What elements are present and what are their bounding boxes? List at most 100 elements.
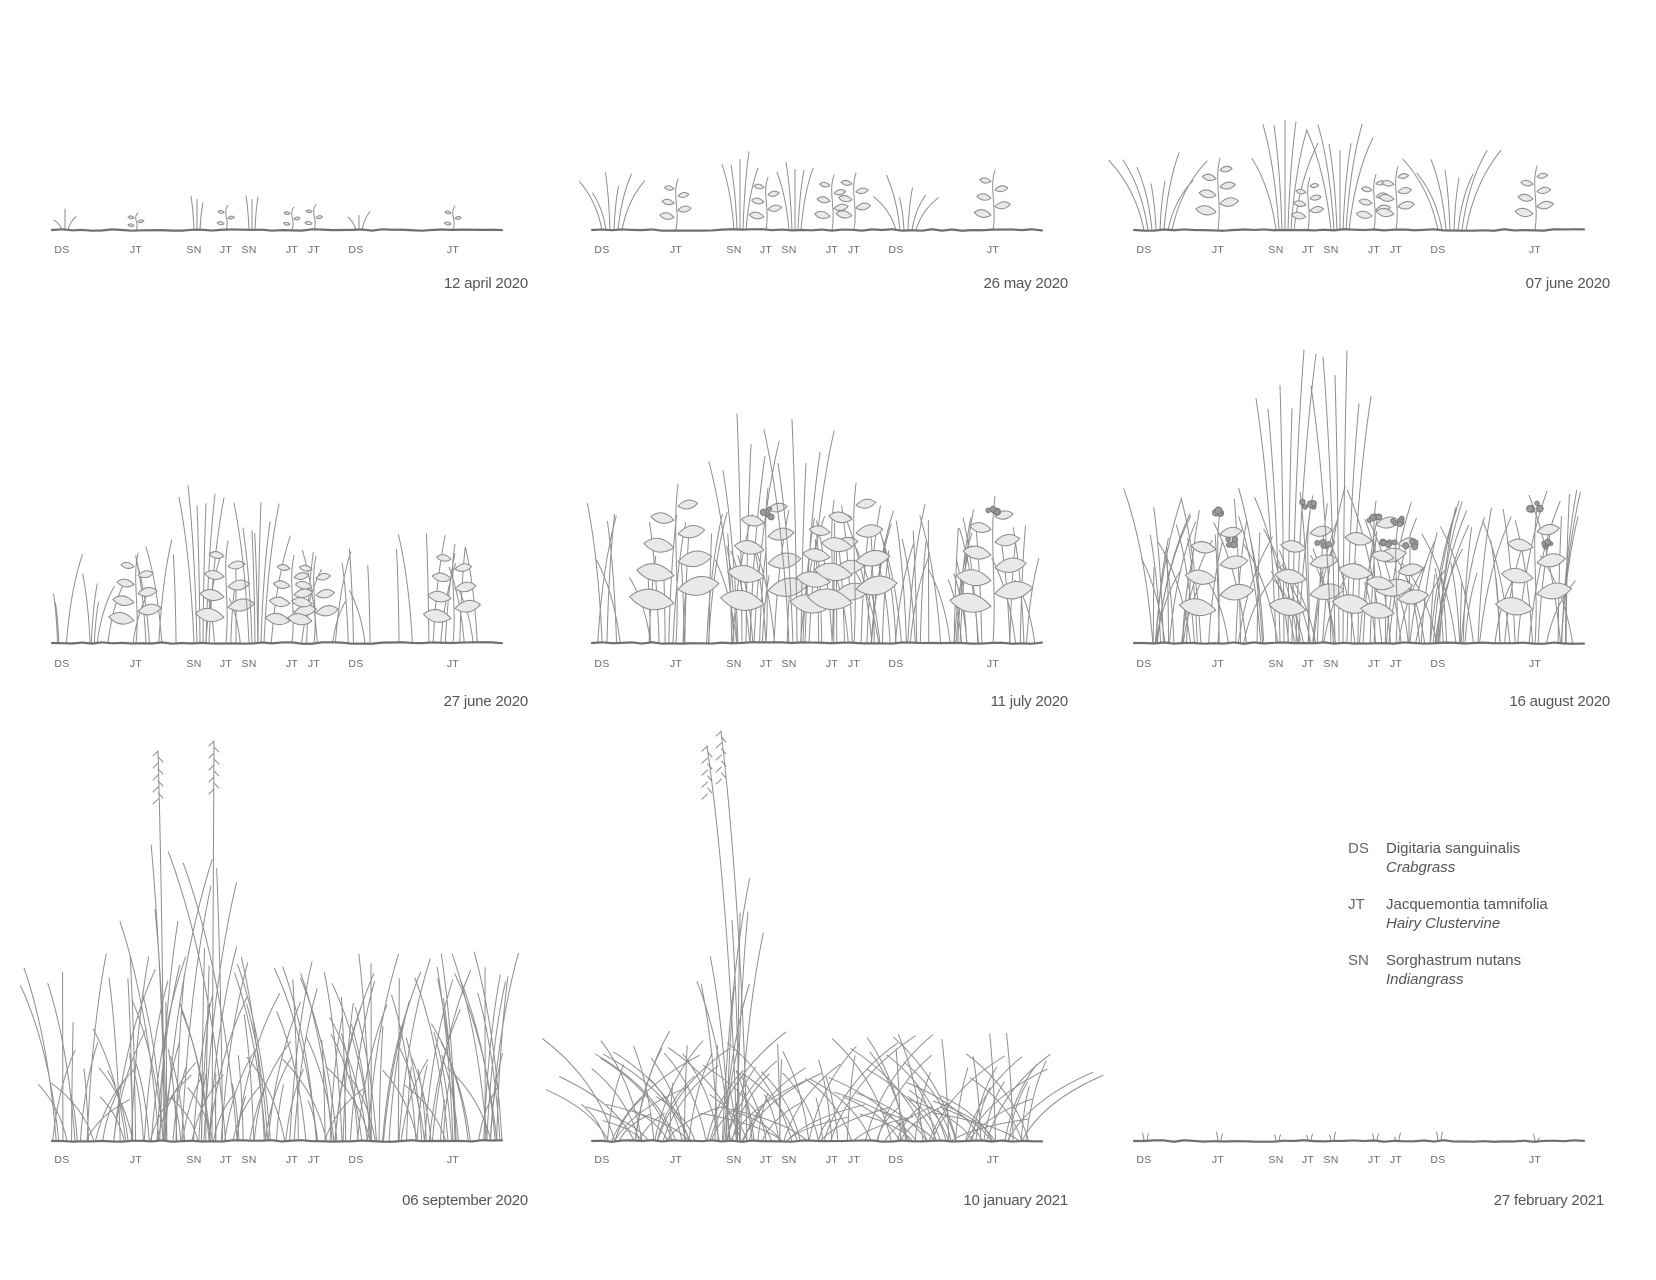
vine-stem xyxy=(452,543,456,644)
seed-plume xyxy=(715,766,723,773)
vine-leaf xyxy=(127,215,135,220)
grass-blade xyxy=(1434,567,1444,644)
seed-plume xyxy=(721,736,727,743)
vine-leaf xyxy=(677,525,706,539)
vine-leaf xyxy=(120,561,135,569)
vine-leaf xyxy=(137,603,162,616)
grass-blade xyxy=(1436,501,1463,644)
grass-blade xyxy=(1220,1133,1223,1142)
grass-blade xyxy=(1439,507,1457,644)
vine-stem xyxy=(225,204,229,231)
grass-blade xyxy=(936,1108,952,1142)
species-code-label: JT xyxy=(219,658,233,670)
grass-blade xyxy=(65,554,83,644)
grass-blade xyxy=(1537,519,1554,644)
grass-blade xyxy=(424,979,454,1142)
flower-cluster xyxy=(1310,500,1317,507)
species-code-label: JT xyxy=(759,244,773,256)
flower-cluster xyxy=(1302,504,1308,510)
species-code-label: JT xyxy=(1389,244,1403,256)
grass-blade xyxy=(230,589,235,644)
vine-leaf xyxy=(1397,563,1424,577)
vine-leaf xyxy=(1219,181,1236,190)
vine-leaf xyxy=(1381,180,1395,187)
flower-cluster xyxy=(1380,539,1387,546)
species-code-label: DS xyxy=(348,658,364,670)
grass-blade xyxy=(731,920,741,1142)
species-code-label: JT xyxy=(986,244,1000,256)
species-code-label: SN xyxy=(781,244,797,256)
grass-blade xyxy=(1142,1132,1145,1142)
panel-date: 27 june 2020 xyxy=(443,693,529,710)
grass-blade xyxy=(1019,525,1026,644)
vine-leaf xyxy=(636,563,675,582)
vine-stem xyxy=(452,205,456,231)
grass-blade xyxy=(1388,517,1417,644)
flower-cluster xyxy=(1534,500,1540,506)
sketch-flowering xyxy=(1123,349,1586,645)
grass-blade xyxy=(600,1040,643,1142)
grass-blade xyxy=(403,1084,447,1142)
species-code-label: SN xyxy=(1268,244,1284,256)
vine-leaf xyxy=(1536,523,1560,536)
vine-leaf xyxy=(740,515,765,527)
vine-leaf xyxy=(802,548,831,562)
grass-blade xyxy=(749,455,766,644)
grass-blade xyxy=(866,1068,938,1142)
vine-leaf xyxy=(1290,211,1307,220)
grass-blade xyxy=(23,967,57,1142)
seed-plume xyxy=(152,774,159,781)
grass-blade xyxy=(234,972,267,1142)
grass-blade xyxy=(1464,572,1478,644)
grass-blade xyxy=(542,1038,616,1142)
species-code-label: JT xyxy=(1367,244,1381,256)
vine-leaf xyxy=(994,557,1027,573)
flower-cluster xyxy=(1366,517,1373,523)
grass-blade xyxy=(656,1075,695,1142)
species-code-label: DS xyxy=(1430,244,1446,256)
vine-leaf xyxy=(1295,188,1307,195)
grass-blade xyxy=(202,503,207,644)
grass-blade xyxy=(818,1118,830,1142)
grass-blade xyxy=(52,593,59,644)
grass-blade xyxy=(852,1116,914,1142)
legend-scientific-name: Digitaria sanguinalis xyxy=(1386,840,1521,857)
species-code-label: JT xyxy=(129,658,143,670)
vine-leaf xyxy=(1309,205,1325,214)
species-code-label: JT xyxy=(1301,244,1315,256)
vine-leaf xyxy=(808,525,831,536)
grass-blade xyxy=(800,462,807,644)
sketch-cut xyxy=(1132,1131,1586,1143)
vine-stem xyxy=(313,555,317,644)
grass-blade xyxy=(912,530,918,644)
vine-leaf xyxy=(431,572,452,583)
grass-blade xyxy=(79,1041,99,1142)
grass-blade xyxy=(866,1037,907,1142)
grass-blade xyxy=(99,1096,125,1142)
grass-blade xyxy=(349,980,376,1142)
panel-date: 11 july 2020 xyxy=(990,693,1069,710)
species-code-label: DS xyxy=(888,244,904,256)
grass-blade xyxy=(150,956,186,1142)
grass-blade xyxy=(20,985,60,1142)
vine-leaf xyxy=(821,537,853,553)
vine-leaf xyxy=(1198,189,1217,199)
vine-leaf xyxy=(677,192,690,198)
grass-blade xyxy=(1557,515,1562,644)
grass-blade xyxy=(1273,125,1283,231)
grass-blade xyxy=(959,509,974,644)
grass-blade xyxy=(457,589,474,644)
ground-line xyxy=(50,1139,504,1143)
grass-blade xyxy=(897,1033,924,1142)
species-code-label: JT xyxy=(1367,658,1381,670)
grass-blade xyxy=(96,586,115,644)
vine-stem xyxy=(135,552,139,644)
legend-code: SN xyxy=(1348,952,1369,969)
grass-blade xyxy=(354,1007,378,1142)
grass-blade xyxy=(358,953,371,1142)
grass-blade xyxy=(629,577,652,644)
species-code-label: SN xyxy=(186,1154,202,1166)
ground-line xyxy=(1132,228,1586,232)
